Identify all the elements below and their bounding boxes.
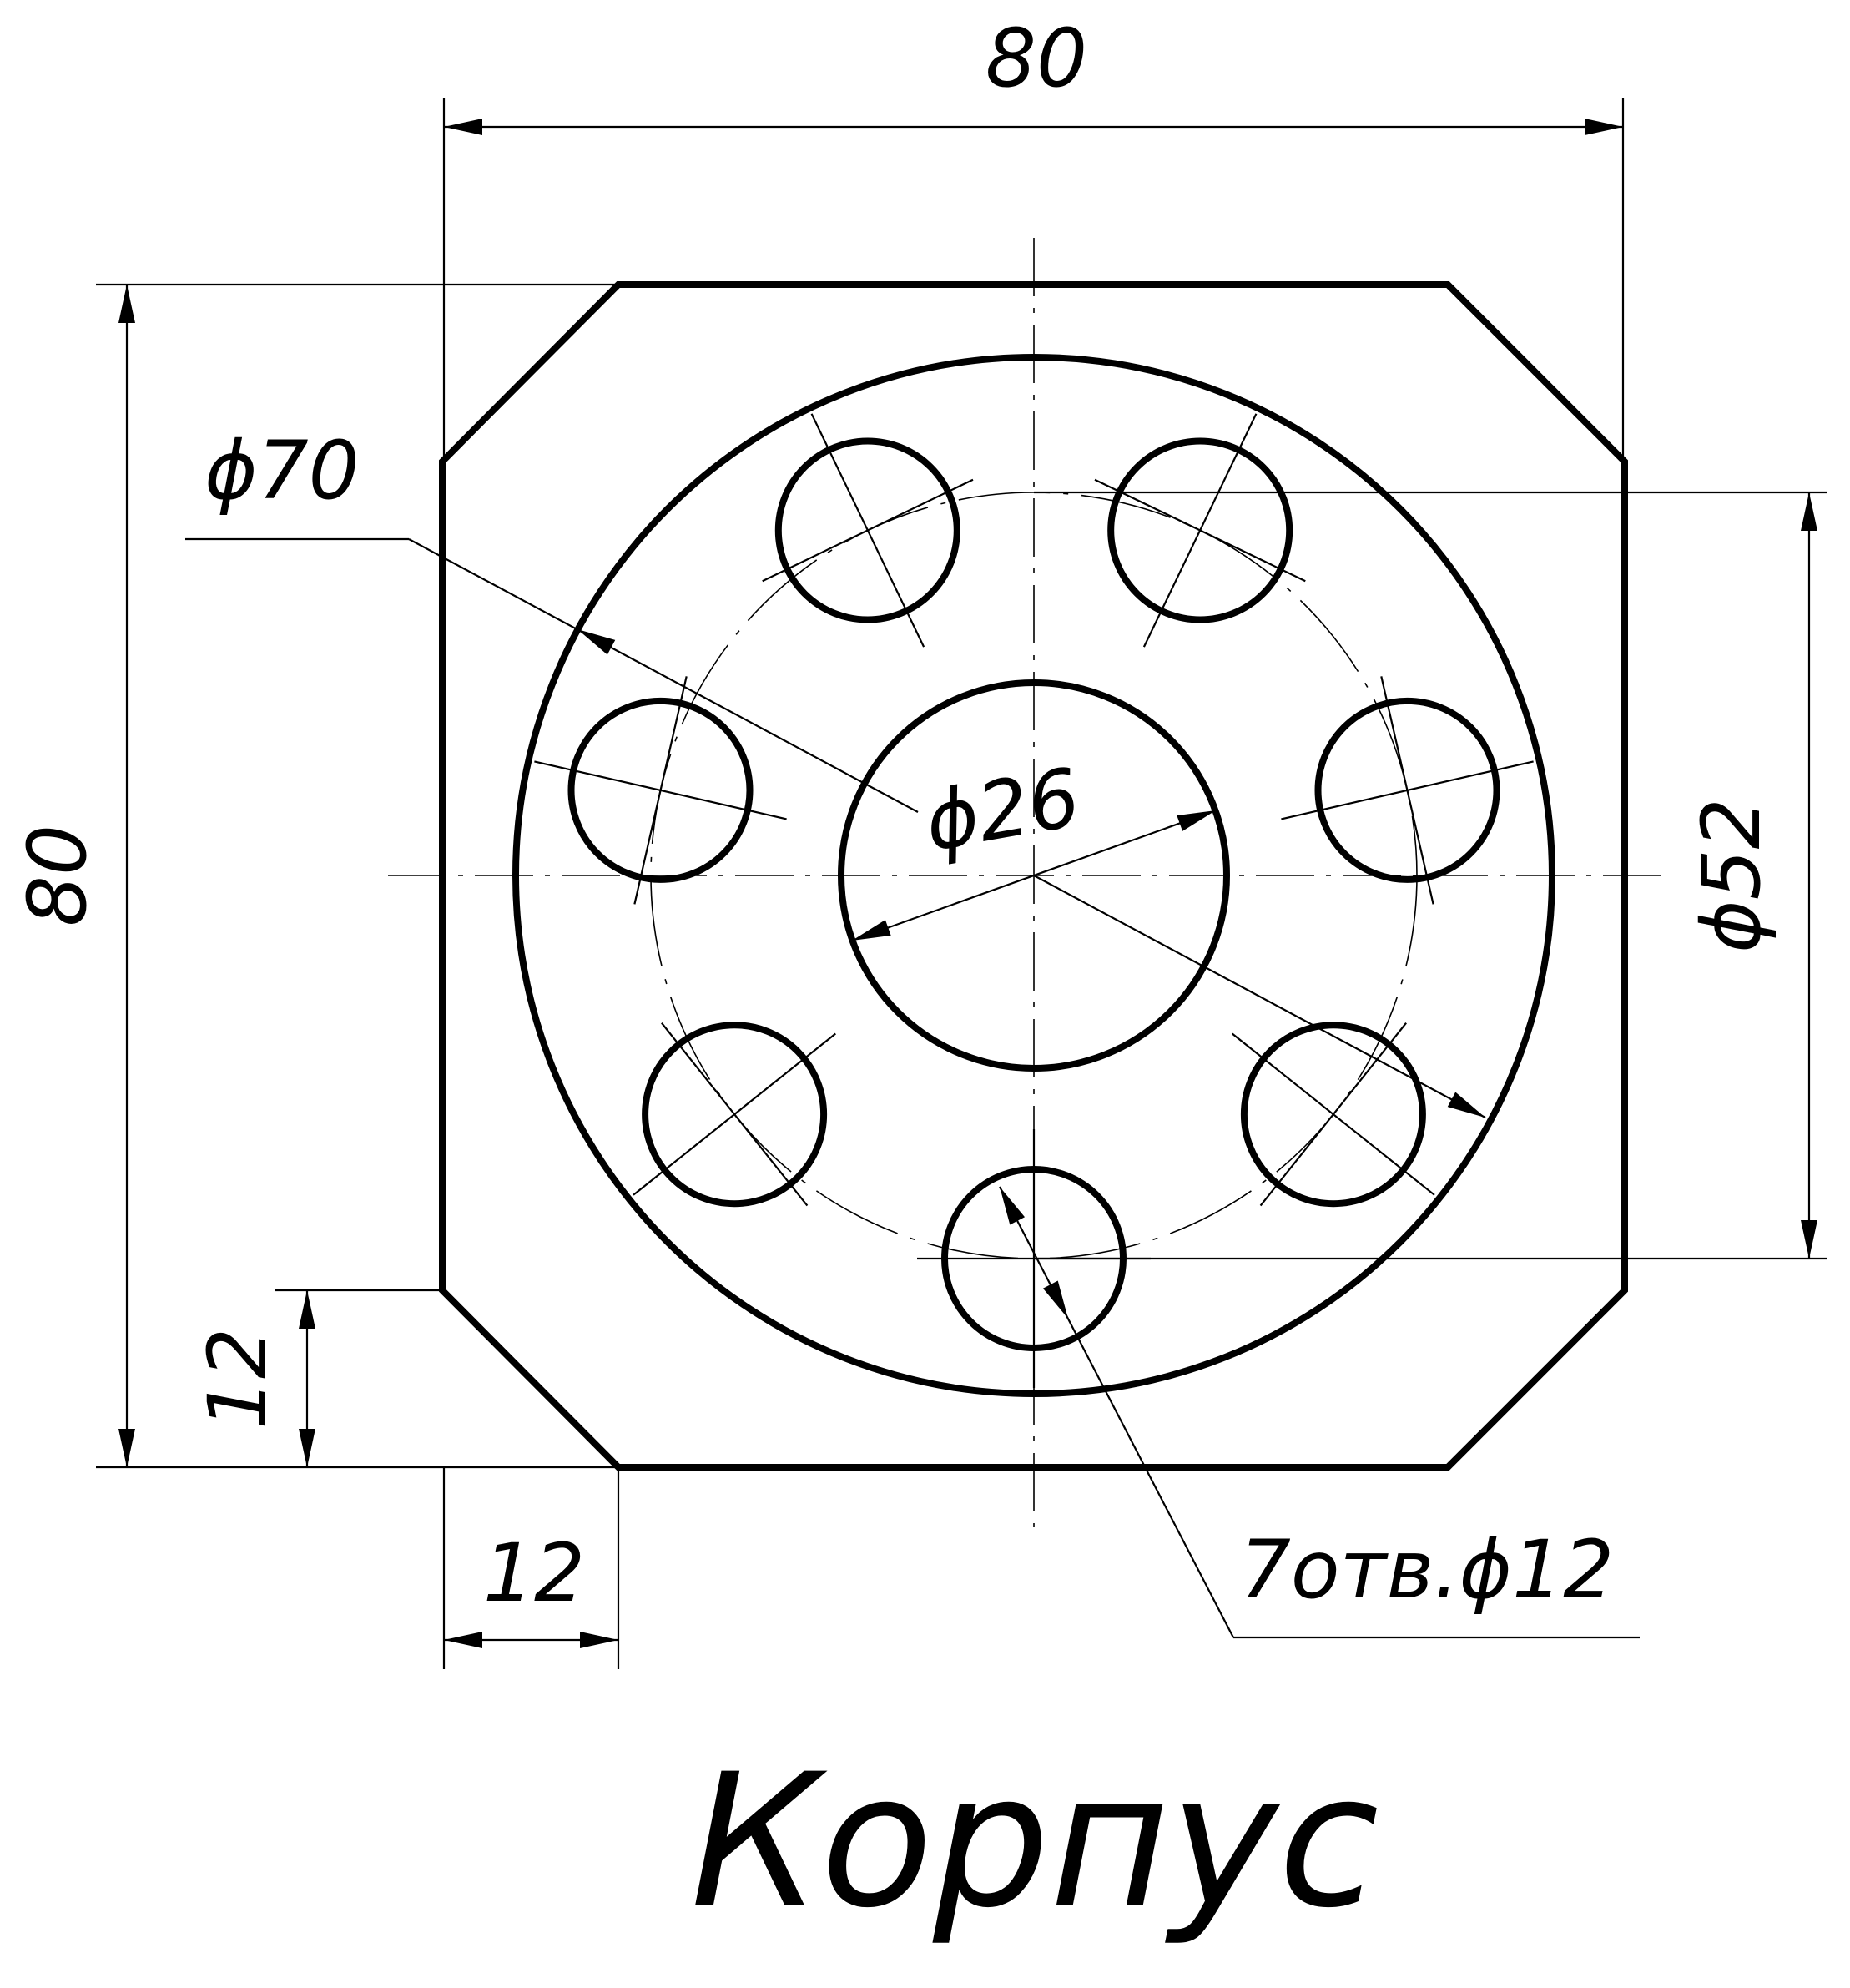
hole-tangent-centerline bbox=[1380, 676, 1434, 905]
dimension-holes-label: 7отв.ϕ12 bbox=[1240, 1523, 1614, 1617]
dimension-chamfer-horizontal-label: 12 bbox=[483, 1526, 585, 1620]
dimension-outer-diameter: ϕ70 bbox=[185, 424, 1490, 1125]
dimension-chamfer-vertical: 12 bbox=[191, 1289, 442, 1467]
dimension-bolt-circle-label: ϕ52 bbox=[1685, 798, 1778, 952]
dimension-height-label: 80 bbox=[11, 825, 104, 926]
mounting-hole bbox=[1314, 697, 1500, 883]
hole-tangent-centerline bbox=[762, 478, 974, 583]
part-outline bbox=[439, 281, 1628, 1471]
mounting-hole bbox=[642, 1022, 828, 1208]
mounting-hole bbox=[1240, 1022, 1426, 1208]
hole-tangent-centerline bbox=[1259, 1022, 1407, 1207]
dimension-outer-diameter-label: ϕ70 bbox=[204, 424, 359, 517]
dimension-height: 80 bbox=[11, 283, 618, 1469]
dimension-width: 80 bbox=[442, 12, 1625, 462]
dimension-bore-label: ϕ26 bbox=[918, 750, 1086, 870]
dimension-chamfer-horizontal: 12 bbox=[442, 1467, 620, 1669]
hole-tangent-centerline bbox=[1094, 478, 1306, 583]
hole-tangent-centerline bbox=[633, 676, 688, 905]
mounting-hole bbox=[1107, 437, 1293, 623]
mounting-hole bbox=[567, 697, 754, 883]
holes-group bbox=[534, 413, 1534, 1388]
hole-tangent-centerline bbox=[661, 1022, 809, 1207]
dimension-chamfer-vertical-label: 12 bbox=[191, 1328, 285, 1430]
drawing-title: Корпус bbox=[690, 1734, 1379, 1948]
dimension-bolt-circle: ϕ52 bbox=[1034, 491, 1827, 1260]
dimension-holes: 7отв.ϕ12 bbox=[992, 1183, 1640, 1639]
dimension-width-label: 80 bbox=[985, 12, 1087, 105]
mounting-hole bbox=[774, 437, 960, 623]
